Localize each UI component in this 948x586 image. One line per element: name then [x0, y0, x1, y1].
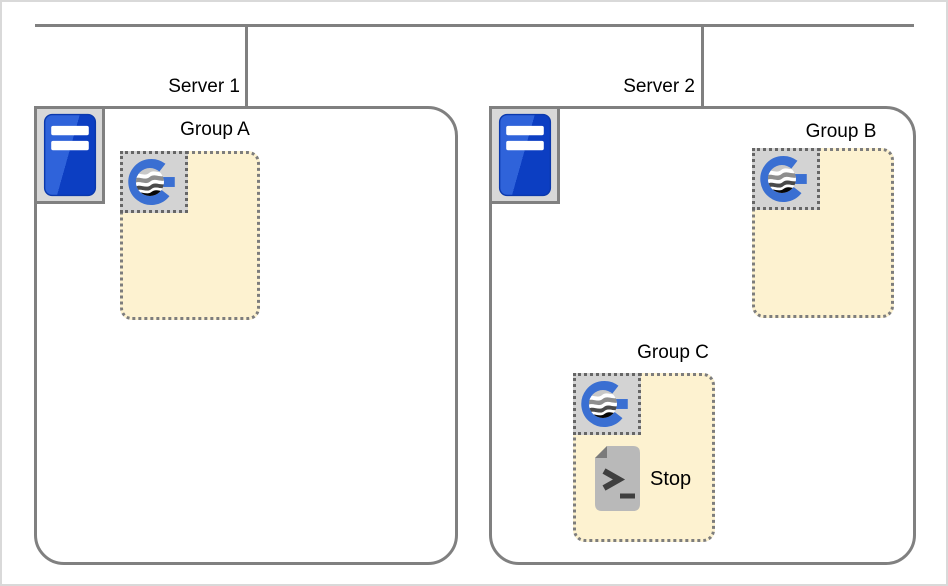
group-c-label: Group C: [637, 342, 709, 363]
gateway-logo-icon: [573, 373, 641, 435]
server2-label: Server 2: [623, 76, 695, 97]
group-b-label: Group B: [805, 121, 877, 142]
server2-connector-line: [701, 24, 704, 107]
server-tower-icon: [489, 106, 560, 204]
server-tower-icon: [34, 106, 105, 204]
network-bus-line: [35, 24, 914, 27]
group-a-label: Group A: [180, 119, 250, 140]
script-stop-label: Stop: [650, 468, 692, 490]
gateway-logo-icon: [752, 148, 820, 210]
server1-label: Server 1: [168, 76, 240, 97]
gateway-logo-icon: [120, 151, 188, 213]
script-file-icon: [594, 445, 641, 512]
server1-connector-line: [245, 24, 248, 107]
